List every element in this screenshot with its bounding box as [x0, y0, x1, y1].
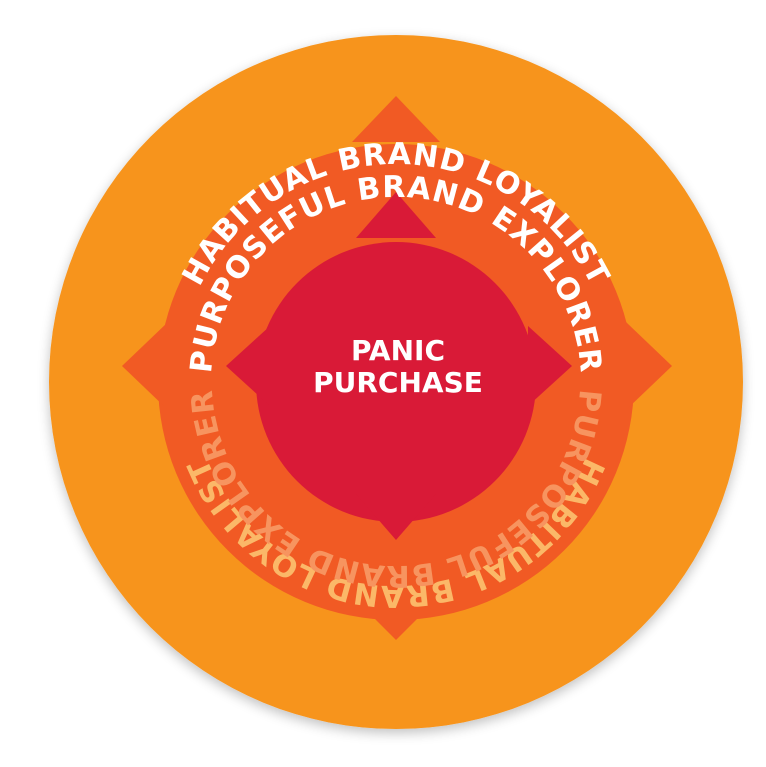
- inner-circle-panic-purchase: [226, 192, 572, 540]
- inner-label-line-1: PANIC: [351, 334, 445, 367]
- inner-label-line-2: PURCHASE: [313, 366, 483, 399]
